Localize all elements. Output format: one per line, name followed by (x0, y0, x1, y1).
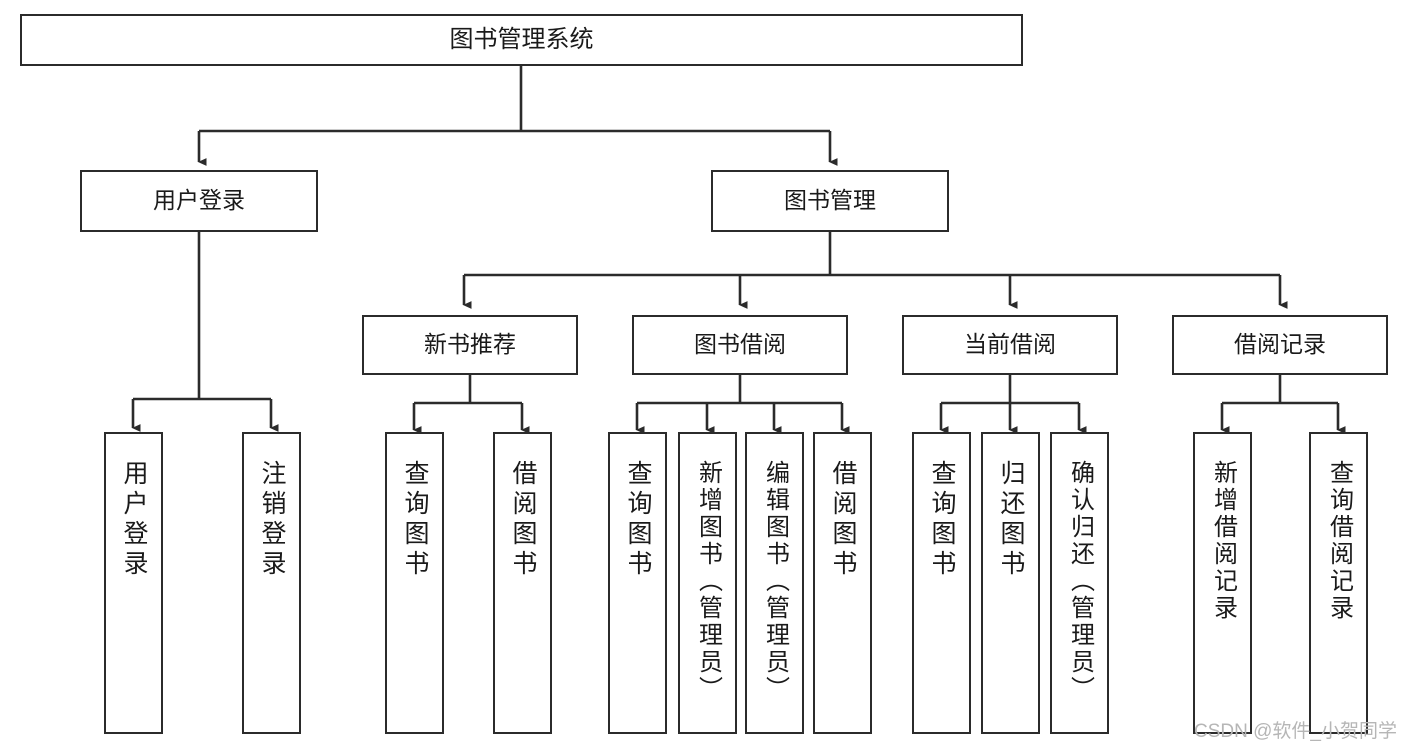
leaf-record-add-record[interactable]: 新增借阅记录 (1193, 432, 1252, 734)
leaf-record-query-record[interactable]: 查询借阅记录 (1309, 432, 1368, 734)
node-user-login[interactable]: 用户登录 (80, 170, 318, 232)
node-label: 查询图书 (624, 460, 652, 580)
leaf-borrow-borrow-book[interactable]: 借阅图书 (813, 432, 872, 734)
node-label: 新增借阅记录 (1209, 460, 1237, 622)
node-label: 图书管理 (784, 187, 876, 214)
node-book-management[interactable]: 图书管理 (711, 170, 949, 232)
leaf-recommend-borrow-book[interactable]: 借阅图书 (493, 432, 552, 734)
csdn-watermark: CSDN @软件_小贺同学 (1194, 721, 1397, 742)
node-label: 查询图书 (928, 460, 956, 580)
node-label: 注销登录 (258, 460, 286, 580)
leaf-current-confirm-return-admin[interactable]: 确认归还（管理员） (1050, 432, 1109, 734)
leaf-user-login-login[interactable]: 用户登录 (104, 432, 163, 734)
node-book-borrow[interactable]: 图书借阅 (632, 315, 848, 375)
node-label: 编辑图书（管理员） (761, 460, 789, 703)
leaf-borrow-query-book[interactable]: 查询图书 (608, 432, 667, 734)
node-label: 查询图书 (401, 460, 429, 580)
node-label: 借阅图书 (829, 460, 857, 580)
leaf-recommend-query-book[interactable]: 查询图书 (385, 432, 444, 734)
node-root-system[interactable]: 图书管理系统 (20, 14, 1023, 66)
leaf-current-query-book[interactable]: 查询图书 (912, 432, 971, 734)
node-label: 查询借阅记录 (1325, 460, 1353, 622)
node-label: 借阅图书 (509, 460, 537, 580)
node-label: 确认归还（管理员） (1066, 460, 1094, 703)
node-label: 用户登录 (120, 460, 148, 580)
node-label: 新增图书（管理员） (694, 460, 722, 703)
node-label: 图书管理系统 (449, 25, 594, 53)
node-label: 当前借阅 (964, 331, 1056, 358)
node-label: 用户登录 (153, 187, 245, 214)
leaf-borrow-add-book-admin[interactable]: 新增图书（管理员） (678, 432, 737, 734)
leaf-current-return-book[interactable]: 归还图书 (981, 432, 1040, 734)
node-label: 归还图书 (997, 460, 1025, 580)
node-borrow-record[interactable]: 借阅记录 (1172, 315, 1388, 375)
node-new-book-recommend[interactable]: 新书推荐 (362, 315, 578, 375)
leaf-user-login-logout[interactable]: 注销登录 (242, 432, 301, 734)
leaf-borrow-edit-book-admin[interactable]: 编辑图书（管理员） (745, 432, 804, 734)
node-current-borrow[interactable]: 当前借阅 (902, 315, 1118, 375)
node-label: 借阅记录 (1234, 331, 1326, 358)
node-label: 新书推荐 (424, 331, 516, 358)
node-label: 图书借阅 (694, 331, 786, 358)
